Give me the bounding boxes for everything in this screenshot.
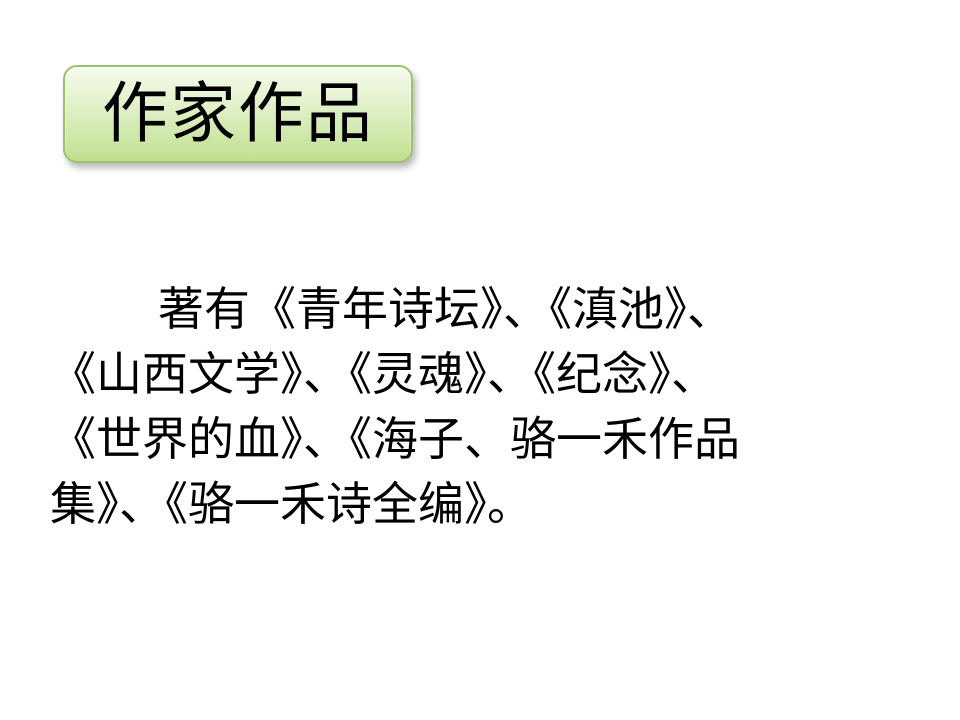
body-line-2: 《山西文学》、《灵魂》、《纪念》、: [50, 347, 717, 401]
body-paragraph: 著有《青年诗坛》、《滇池》、 《山西文学》、《灵魂》、《纪念》、 《世界的血》、…: [50, 277, 930, 537]
body-line-1: 著有《青年诗坛》、《滇池》、: [50, 277, 930, 342]
body-line-1-text: 著有《青年诗坛》、《滇池》、: [158, 282, 733, 336]
slide-title: 作家作品: [102, 75, 374, 152]
title-box: 作家作品: [63, 65, 413, 163]
body-line-3: 《世界的血》、《海子、骆一禾作品: [50, 412, 740, 466]
body-line-4: 集》、《骆一禾诗全编》。: [50, 477, 533, 531]
